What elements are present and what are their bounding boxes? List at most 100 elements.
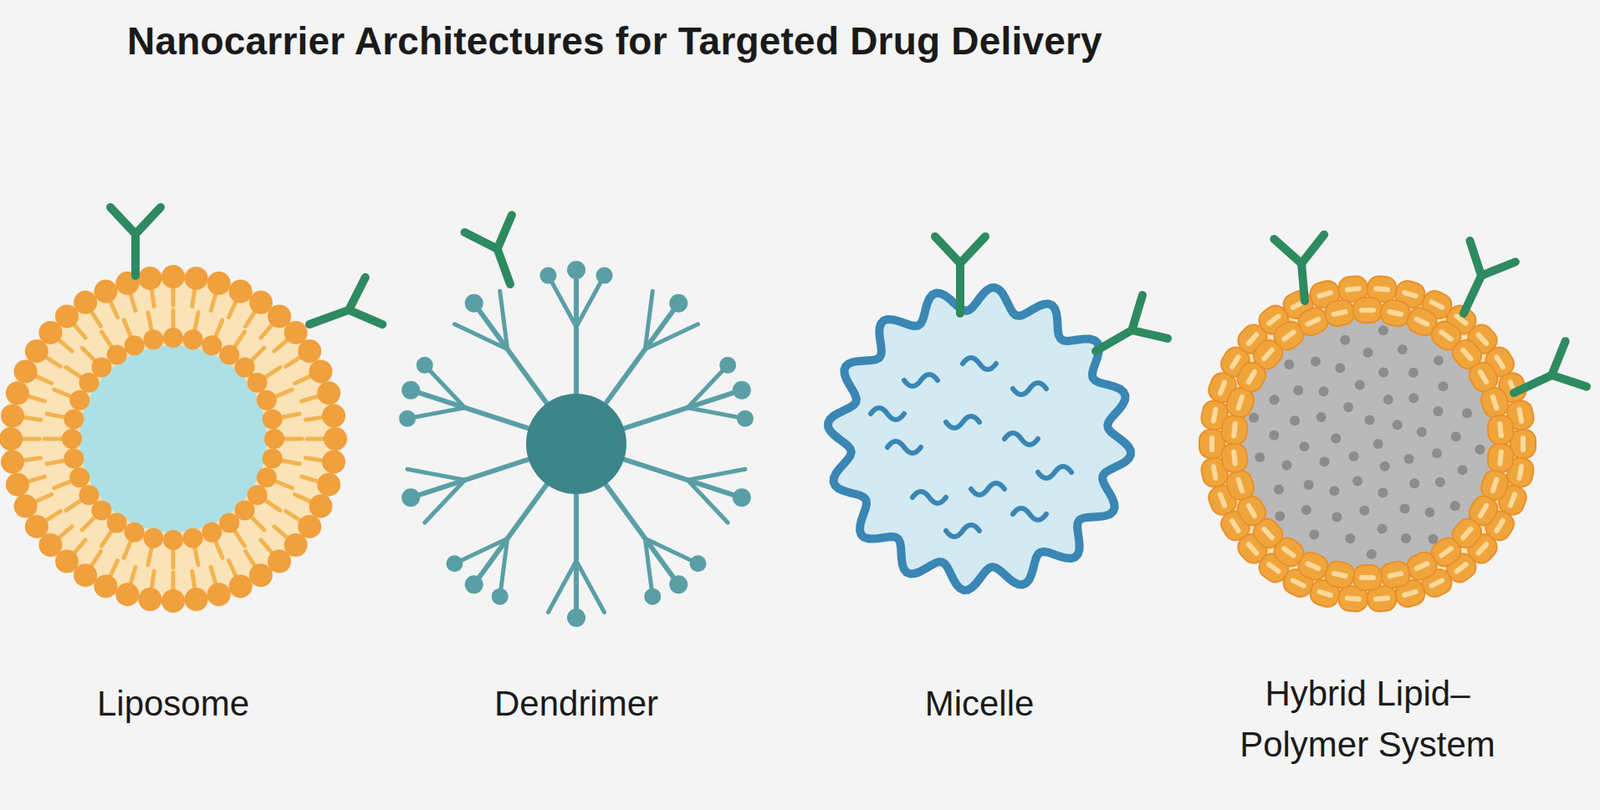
figure-stroke <box>424 365 466 409</box>
figure-stroke <box>20 437 40 442</box>
hybrid-figure <box>1199 275 1536 613</box>
lipid-capsule <box>1486 414 1514 446</box>
figure-stroke <box>281 414 300 418</box>
lipid-head <box>143 528 164 549</box>
figure-stroke <box>1223 468 1257 504</box>
lipid-head <box>247 373 268 394</box>
figure-stroke <box>1400 588 1419 599</box>
hydrophobic-tail <box>945 416 980 429</box>
lipid-head <box>262 449 283 470</box>
figure-stroke <box>1210 406 1219 425</box>
figure-stroke <box>281 460 300 465</box>
carrier-label: Liposome <box>5 679 341 731</box>
antibody-ligand <box>110 207 161 277</box>
figure-stroke <box>1481 251 1516 287</box>
lipid-head <box>308 495 333 519</box>
drug-particle <box>1461 408 1473 419</box>
terminal-group <box>539 267 557 285</box>
figure-stroke <box>1520 435 1526 453</box>
figure-stroke <box>250 347 265 362</box>
figure-stroke <box>260 540 273 555</box>
lipid-head <box>25 339 49 363</box>
drug-particle <box>1316 412 1327 423</box>
lipid-head <box>14 495 38 519</box>
figure-stroke <box>215 320 223 338</box>
lipid-capsule <box>1323 297 1356 328</box>
figure-stroke <box>1507 491 1519 510</box>
figure-stroke <box>234 531 245 547</box>
figure-stroke <box>274 339 289 352</box>
figure-stroke <box>45 511 62 522</box>
figure-stroke <box>576 276 605 328</box>
figure-stroke <box>454 324 507 350</box>
lipid-head <box>163 327 184 348</box>
drug-particle <box>1451 431 1462 442</box>
terminal-group <box>465 575 484 594</box>
drug-particle <box>1283 359 1294 370</box>
figure-stroke <box>1489 393 1500 412</box>
figure-stroke <box>547 561 577 613</box>
figure-stroke <box>1459 347 1475 363</box>
figure-stroke <box>1273 236 1302 266</box>
figure-stroke <box>54 481 72 489</box>
figure-stroke <box>1119 295 1156 331</box>
figure-stroke <box>454 538 507 564</box>
figure-stroke <box>295 494 312 502</box>
terminal-group <box>465 294 484 313</box>
drug-particle <box>1343 402 1354 413</box>
drug-particle <box>1334 362 1345 374</box>
lipid-head <box>322 450 346 475</box>
figure-stroke <box>1413 316 1432 328</box>
figure-stroke <box>1373 595 1391 603</box>
drug-particle <box>1268 430 1279 441</box>
figure-stroke <box>1497 449 1504 467</box>
figure-stroke <box>148 312 152 332</box>
figure-stroke <box>265 500 281 511</box>
figure-stroke <box>497 249 511 285</box>
lipid-head <box>219 513 240 534</box>
drug-particle <box>1373 439 1384 450</box>
drug-particle <box>1281 460 1292 471</box>
lipid-head <box>297 339 322 363</box>
figure-stroke <box>1231 449 1238 467</box>
lipid-head <box>201 522 222 543</box>
figure-stroke <box>1220 414 1248 446</box>
figure-stroke <box>1210 464 1219 482</box>
figure-stroke <box>644 538 698 564</box>
figure-stroke <box>171 310 176 329</box>
hydrophobic-tail <box>870 408 905 420</box>
figure-stroke <box>91 552 102 568</box>
figure-stroke <box>1298 235 1327 264</box>
lipid-head <box>124 335 145 356</box>
lipid-head <box>184 587 209 612</box>
figure-stroke <box>275 481 292 489</box>
drug-particle <box>1457 465 1468 476</box>
figure-stroke <box>1316 588 1335 599</box>
hydrophobic-tail <box>887 441 921 454</box>
lipid-head <box>207 582 231 607</box>
lipid-head <box>25 515 49 539</box>
figure-stroke <box>305 458 324 461</box>
lipid-head <box>308 359 333 384</box>
drug-particle <box>1289 415 1300 426</box>
lipid-head <box>201 335 222 356</box>
figure-stroke <box>109 300 118 317</box>
figure-stroke <box>1228 517 1243 535</box>
lipid-head <box>183 528 204 549</box>
figure-stroke <box>1280 545 1298 560</box>
figure-stroke <box>171 286 176 306</box>
drug-particle <box>1329 485 1340 496</box>
figure-stroke <box>488 214 522 249</box>
figure-stroke <box>57 526 72 539</box>
figure-stroke <box>194 312 199 332</box>
drug-particle <box>1359 506 1370 517</box>
micelle-figure <box>828 287 1131 591</box>
terminal-group <box>401 488 420 507</box>
lipid-head <box>143 329 164 350</box>
figure-stroke <box>1245 331 1261 348</box>
antibody-ligand <box>1083 295 1168 374</box>
lipid-head <box>264 429 285 450</box>
drug-particle <box>1416 427 1427 438</box>
drug-particle <box>1349 451 1360 462</box>
drug-particle <box>1383 394 1394 405</box>
